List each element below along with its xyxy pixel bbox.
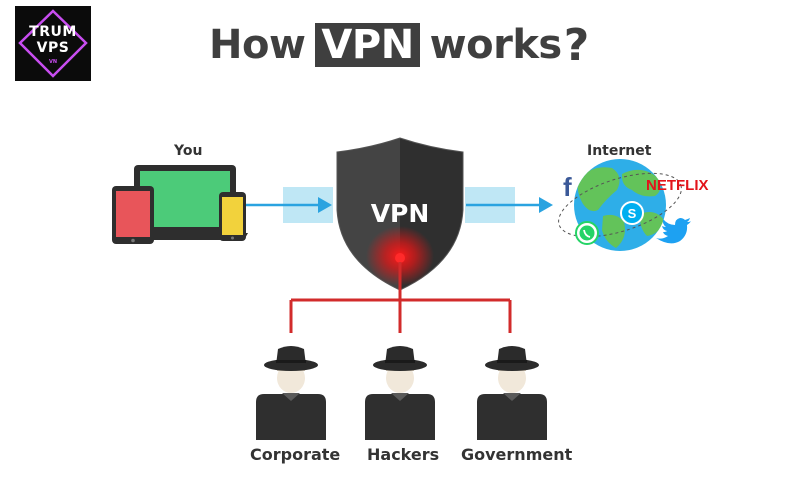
observer-figure-government [477, 346, 547, 440]
svg-text:f: f [563, 172, 572, 202]
observer-figure-corporate [256, 346, 326, 440]
whatsapp-icon [575, 221, 599, 245]
label-internet: Internet [587, 143, 652, 159]
label-you: You [174, 143, 203, 159]
arrow-left [246, 197, 332, 213]
title-part2: works [429, 22, 563, 68]
facebook-icon: f [563, 172, 572, 202]
twitter-icon [656, 218, 691, 244]
red-connector-lines [289, 262, 512, 333]
arrow-right [466, 197, 553, 213]
logo-text-line3: VN [48, 59, 58, 65]
observers-group [256, 346, 547, 440]
observer-label-government: Government [461, 445, 573, 464]
logo-text-line1: TRUM [29, 24, 77, 40]
page-title: How VPN works ? [209, 19, 590, 71]
observer-label-hackers: Hackers [367, 445, 440, 464]
netflix-logo: NETFLIX [646, 177, 709, 194]
vpn-shield [336, 137, 464, 291]
title-highlight: VPN [315, 23, 420, 67]
observer-figure-hackers [365, 346, 435, 440]
phone-icon [219, 192, 246, 241]
trumvps-logo: TRUM VPS VN [15, 6, 91, 81]
shield-label: VPN [371, 199, 430, 228]
skype-icon: S [620, 201, 644, 225]
title-part1: How [209, 22, 306, 68]
devices-group [112, 165, 248, 244]
svg-text:S: S [628, 206, 637, 221]
logo-diamond-icon [18, 9, 88, 78]
tablet-icon [112, 186, 154, 244]
observer-label-corporate: Corporate [250, 445, 341, 464]
logo-text-line2: VPS [36, 40, 70, 56]
title-question-mark: ? [563, 19, 590, 71]
